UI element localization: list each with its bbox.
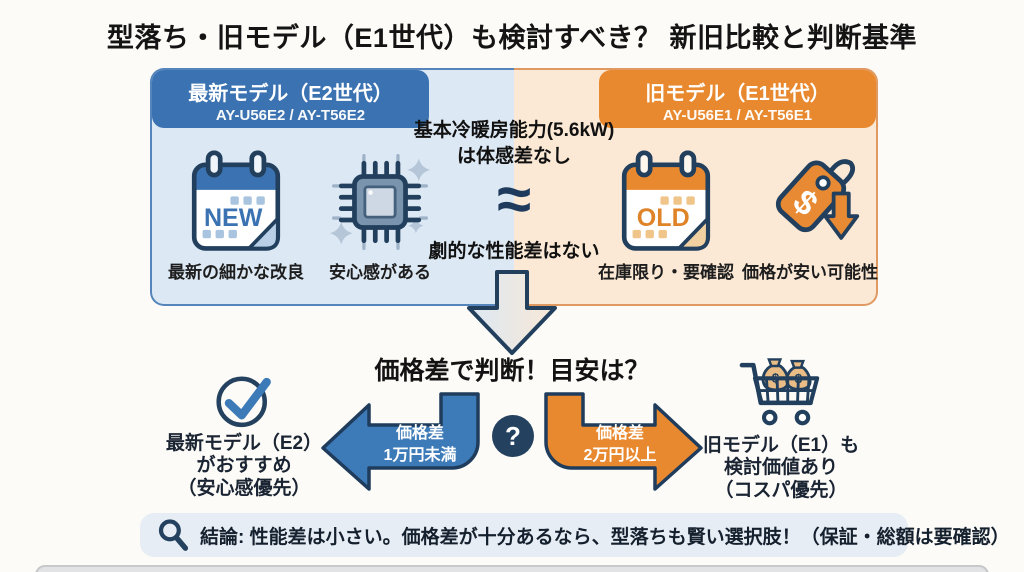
left-arrow-label: 価格差 1万円未満: [364, 423, 476, 466]
question-mark-icon: ?: [492, 415, 534, 457]
old-model-header: 旧モデル（E1世代） AY-U56E1 / AY-T56E1: [599, 70, 876, 128]
left-result-line1: 最新モデル（E2）: [165, 433, 323, 454]
left-elbow-arrow-icon: [321, 392, 480, 491]
right-result-line3: （コスパ優先）: [714, 479, 848, 501]
performance-note: 劇的な性能差はない: [428, 241, 600, 263]
old-model-feature-1-label: 在庫限り・要確認: [598, 263, 734, 282]
right-arrow-label: 価格差 2万円以上: [564, 423, 676, 466]
calendar-old-icon: OLD: [621, 150, 711, 251]
capacity-note-line2: は体感差なし: [456, 145, 571, 167]
new-model-feature-1-label: 最新の細かな改良: [168, 263, 304, 282]
new-model-feature-1: NEW 最新の細かな改良: [166, 150, 306, 283]
new-model-header: 最新モデル（E2世代） AY-U56E2 / AY-T56E2: [152, 70, 429, 128]
right-result-text: 旧モデル（E1）も 検討価値あり （コスパ優先）: [687, 435, 875, 502]
capacity-note: 基本冷暖房能力(5.6kW) は体感差なし: [399, 118, 629, 169]
right-result-line1: 旧モデル（E1）も: [702, 435, 860, 456]
conclusion-text: 結論: 性能差は小さい。価格差が十分あるなら、型落ちも賢い選択肢！（保証・総額は…: [200, 526, 1010, 548]
check-circle-icon: [216, 376, 271, 428]
right-arrow-label-line2: 2万円以上: [583, 446, 657, 464]
old-model-title: 旧モデル（E1世代）: [645, 83, 830, 105]
center-comparison-column: 基本冷暖房能力(5.6kW) は体感差なし ≈ 劇的な性能差はない: [399, 118, 629, 263]
left-arrow-label-line2: 1万円未満: [383, 446, 457, 464]
right-elbow-arrow-icon: [544, 392, 703, 491]
decision-question: 価格差で判断！目安は？: [374, 357, 650, 385]
new-model-numbers: AY-U56E2 / AY-T56E2: [215, 107, 366, 124]
calendar-old-badge: OLD: [637, 204, 690, 232]
old-model-panel: 旧モデル（E1世代） AY-U56E1 / AY-T56E1 OL: [514, 68, 878, 306]
approximately-equal-icon: ≈: [496, 165, 532, 235]
page-title: 型落ち・旧モデル（E1世代）も検討すべき？ 新旧比較と判断基準: [106, 23, 918, 53]
new-model-feature-2: 安心感がある: [310, 150, 450, 283]
old-model-feature-1: OLD 在庫限り・要確認: [596, 150, 736, 283]
comparison-panel: 最新モデル（E2世代） AY-U56E2 / AY-T56E2 N: [150, 68, 878, 306]
magnifier-icon: [158, 519, 189, 551]
capacity-note-line1: 基本冷暖房能力(5.6kW): [413, 120, 615, 141]
down-arrow-icon: [467, 270, 557, 355]
old-model-numbers: AY-U56E1 / AY-T56E1: [662, 107, 813, 124]
footer-decoration-bar: [35, 565, 989, 572]
left-arrow-label-line1: 価格差: [395, 425, 444, 442]
shopping-cart-money-icon: $ $: [739, 358, 820, 426]
calendar-new-icon: NEW: [191, 150, 281, 251]
new-model-feature-2-label: 安心感がある: [329, 263, 431, 282]
left-result-line2: がおすすめ: [196, 455, 292, 477]
price-tag-down-icon: $: [775, 159, 860, 240]
calendar-new-badge: NEW: [204, 204, 263, 232]
new-model-panel: 最新モデル（E2世代） AY-U56E2 / AY-T56E2 N: [150, 68, 514, 306]
old-model-feature-2: $ 価格が安い可能性: [740, 150, 880, 283]
right-result-line2: 検討価値あり: [723, 457, 838, 479]
left-result-line3: （安心感優先）: [177, 477, 311, 499]
left-result-text: 最新モデル（E2） がおすすめ （安心感優先）: [148, 433, 340, 500]
new-model-title: 最新モデル（E2世代）: [188, 83, 393, 105]
cpu-chip-icon: [329, 154, 431, 250]
conclusion-bar: 結論: 性能差は小さい。価格差が十分あるなら、型落ちも賢い選択肢！（保証・総額は…: [140, 513, 1010, 557]
right-arrow-label-line1: 価格差: [595, 425, 644, 442]
old-model-feature-2-label: 価格が安い可能性: [742, 263, 878, 282]
